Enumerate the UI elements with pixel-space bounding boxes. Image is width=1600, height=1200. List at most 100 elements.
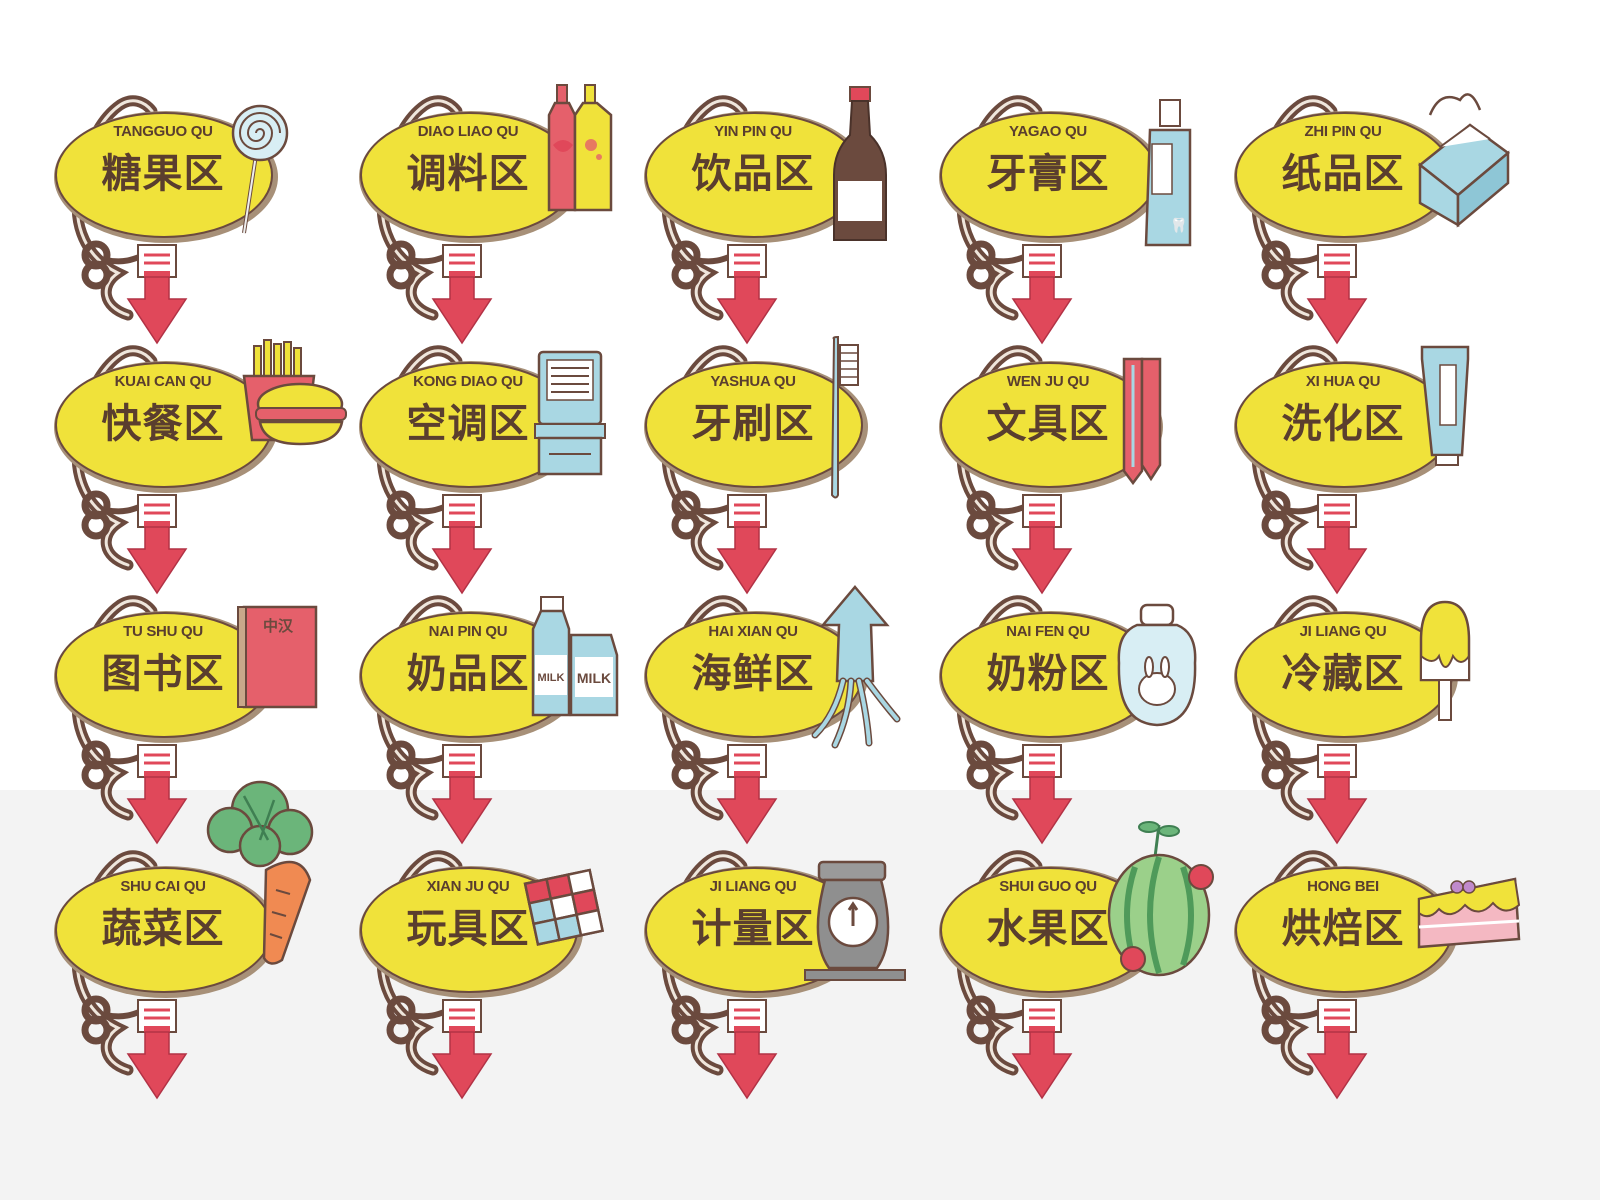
milk-powder-icon (1117, 603, 1197, 727)
zone-name-label: 空调区 (406, 401, 530, 447)
zone-name-label: 冷藏区 (1281, 651, 1405, 697)
zone-pinyin-label: DIAO LIAO QU (417, 123, 519, 140)
sign-frame-with-arrow (939, 850, 1163, 1100)
zone-sign: HONG BEI 烘焙区 (1220, 840, 1521, 1105)
zone-sign: ZHI PIN QU 纸品区 (1220, 85, 1520, 350)
lollipop-icon (231, 104, 289, 234)
zone-pinyin-label: YIN PIN QU (714, 123, 792, 140)
milk-icon: MILK MILK (531, 596, 619, 717)
fruit-icon (1107, 821, 1214, 977)
zone-pinyin-label: YASHUA QU (710, 373, 796, 390)
zone-sign: HAI XIAN QU 海鲜区 (630, 585, 930, 850)
sign-frame-with-arrow (939, 345, 1163, 595)
fast-food-icon (242, 339, 347, 446)
sign-frame-with-arrow (644, 345, 868, 595)
book-icon: 中汉 (237, 605, 318, 709)
zone-sign: KUAI CAN QU 快餐区 (40, 335, 347, 600)
sign-frame-with-arrow (359, 345, 583, 595)
sign-frame-with-arrow (1234, 95, 1458, 345)
zone-sign: 🦷 YAGAO QU 牙膏区 (925, 85, 1225, 350)
stationery-icon (1122, 357, 1162, 486)
zone-name-label: 文具区 (986, 401, 1110, 447)
ice-cream-icon (1419, 600, 1471, 721)
zone-name-label: 计量区 (691, 906, 815, 952)
svg-text:中汉: 中汉 (263, 617, 294, 635)
zone-pinyin-label: KONG DIAO QU (413, 373, 523, 390)
svg-text:MILK: MILK (577, 670, 611, 686)
zone-name-label: 烘焙区 (1281, 906, 1405, 952)
sign-frame-with-arrow (644, 850, 868, 1100)
sign-frame-with-arrow (1234, 345, 1458, 595)
zone-pinyin-label: ZHI PIN QU (1304, 123, 1382, 140)
zone-sign: DIAO LIAO QU 调料区 (345, 84, 645, 350)
zone-pinyin-label: HAI XIAN QU (708, 623, 798, 640)
zone-pinyin-label: XI HUA QU (1305, 373, 1381, 390)
rubiks-cube-icon (523, 868, 605, 946)
zone-sign: WEN JU QU 文具区 (925, 335, 1225, 600)
sign-frame-with-arrow (939, 95, 1163, 345)
zone-sign: KONG DIAO QU 空调区 (345, 335, 645, 600)
cake-icon (1417, 877, 1521, 949)
sign-frame-with-arrow (359, 595, 583, 845)
sign-frame-with-arrow (644, 95, 868, 345)
zone-name-label: 奶粉区 (986, 651, 1110, 697)
sign-frame-with-arrow (54, 850, 278, 1100)
zone-pinyin-label: JI LIANG QU (709, 878, 797, 895)
zone-pinyin-label: TANGGUO QU (113, 123, 213, 140)
zone-name-label: 牙刷区 (691, 401, 815, 447)
svg-text:MILK: MILK (538, 672, 565, 684)
sign-frame-with-arrow (54, 345, 278, 595)
zone-pinyin-label: SHUI GUO QU (999, 878, 1097, 895)
zone-name-label: 饮品区 (691, 151, 815, 197)
zone-sign: MILK MILK NAI PIN QU 奶品区 (345, 585, 645, 850)
zone-pinyin-label: NAI PIN QU (428, 623, 508, 640)
zone-sign: XIAN JU QU 玩具区 (345, 840, 645, 1105)
zone-pinyin-label: KUAI CAN QU (114, 373, 212, 390)
zone-name-label: 调料区 (406, 151, 530, 197)
zone-sign: JI LIANG QU 冷藏区 (1220, 585, 1520, 850)
zone-name-label: 糖果区 (101, 151, 225, 197)
svg-text:🦷: 🦷 (1170, 217, 1187, 234)
scale-icon (804, 860, 906, 981)
zone-name-label: 洗化区 (1281, 401, 1405, 447)
sign-frame-with-arrow (1234, 850, 1458, 1100)
lotion-tube-icon (1420, 345, 1470, 466)
tissue-box-icon (1417, 93, 1511, 228)
zone-pinyin-label: HONG BEI (1307, 878, 1379, 895)
zone-name-label: 图书区 (101, 651, 225, 697)
zone-sign: 中汉 TU SHU QU 图书区 (40, 585, 340, 850)
sign-frame-with-arrow (644, 595, 868, 845)
toothbrush-icon (830, 335, 859, 499)
sign-frame-with-arrow (939, 595, 1163, 845)
zone-pinyin-label: TU SHU QU (123, 623, 203, 640)
zone-name-label: 海鲜区 (691, 651, 815, 697)
zone-name-label: 纸品区 (1281, 151, 1405, 197)
zone-sign: TANGGUO QU 糖果区 (40, 85, 340, 350)
zone-name-label: 蔬菜区 (101, 906, 225, 952)
zone-name-label: 玩具区 (406, 906, 530, 952)
vegetables-icon (206, 780, 314, 965)
zone-sign: YIN PIN QU 饮品区 (630, 85, 930, 350)
zone-name-label: 牙膏区 (986, 151, 1110, 197)
zone-pinyin-label: JI LIANG QU (1299, 623, 1387, 640)
drink-bottle-icon (833, 86, 887, 241)
zone-pinyin-label: WEN JU QU (1006, 373, 1090, 390)
zone-sign: SHUI GUO QU 水果区 (925, 821, 1225, 1105)
sign-frame-with-arrow (359, 850, 583, 1100)
air-conditioner-icon (534, 350, 606, 476)
zone-sign: YASHUA QU 牙刷区 (630, 335, 930, 600)
zone-name-label: 快餐区 (101, 401, 225, 447)
zone-sign: NAI FEN QU 奶粉区 (925, 585, 1225, 850)
zone-pinyin-label: YAGAO QU (1009, 123, 1087, 140)
toothpaste-icon: 🦷 (1144, 99, 1192, 247)
sign-frame-with-arrow (1234, 595, 1458, 845)
zone-pinyin-label: XIAN JU QU (426, 878, 510, 895)
sign-frame-with-arrow (54, 595, 278, 845)
zone-name-label: 水果区 (986, 906, 1110, 952)
zone-pinyin-label: NAI FEN QU (1006, 623, 1090, 640)
squid-icon (811, 585, 901, 749)
zone-name-label: 奶品区 (406, 651, 530, 697)
zone-sign: XI HUA QU 洗化区 (1220, 335, 1520, 600)
zone-sign: JI LIANG QU 计量区 (630, 840, 930, 1105)
